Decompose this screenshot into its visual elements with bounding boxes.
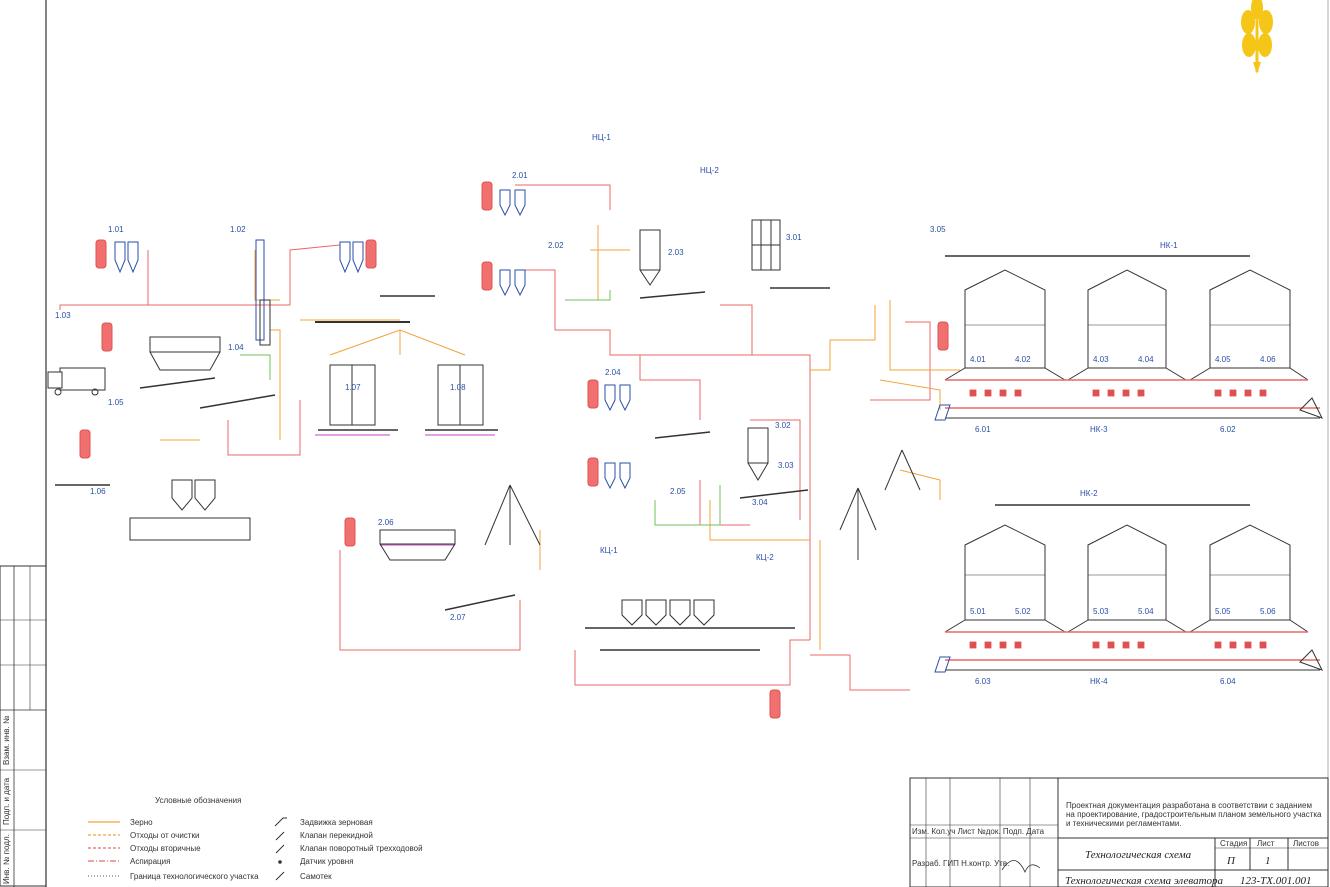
conveyor-label: НК-4 bbox=[1090, 677, 1108, 686]
equipment-label: 3.02 bbox=[775, 421, 791, 430]
equipment-label: 1.04 bbox=[228, 343, 244, 352]
grain-lines bbox=[160, 225, 960, 650]
legend-line-label: Зерно bbox=[130, 818, 153, 827]
legend-title: Условные обозначения bbox=[155, 796, 241, 805]
level-sensor-icon bbox=[278, 860, 282, 864]
legend-line-label: Аспирация bbox=[130, 857, 170, 866]
equipment-label: 4.01 bbox=[970, 355, 986, 364]
legend-line-label: Отходы от очистки bbox=[130, 831, 199, 840]
gate-valve-icon bbox=[274, 817, 287, 827]
side-stamp-label: Подп. и дата bbox=[2, 777, 11, 825]
drawing-frame bbox=[45, 0, 1329, 887]
conveyor-label: НК-1 bbox=[1160, 241, 1178, 250]
title-block-note: и техническими регламентами. bbox=[1066, 819, 1182, 828]
equipment-label: 1.01 bbox=[108, 225, 124, 234]
chute-icon bbox=[275, 871, 285, 881]
equipment-labels: 1.01 1.02 1.03 1.04 1.05 1.06 1.07 1.08 … bbox=[55, 133, 1276, 686]
sheets-label: Листов bbox=[1293, 839, 1319, 848]
equipment-label: 5.03 bbox=[1093, 607, 1109, 616]
legend: Условные обозначения Зерно Отходы от очи… bbox=[88, 796, 423, 881]
side-stamp-label: Взам. инв. № bbox=[2, 715, 11, 765]
side-stamp-label: Инв. № подл. bbox=[2, 834, 11, 884]
equipment-label: 3.01 bbox=[786, 233, 802, 242]
equipment-label: 4.05 bbox=[1215, 355, 1231, 364]
side-stamp: Взам. инв. № Подп. и дата Инв. № подл. bbox=[0, 565, 47, 887]
silo-gates bbox=[969, 389, 1267, 649]
equipment-label: 2.07 bbox=[450, 613, 466, 622]
equipment-label: 6.01 bbox=[975, 425, 991, 434]
equipment-label: 5.01 bbox=[970, 607, 986, 616]
conveyor-label: НЦ-2 bbox=[700, 166, 719, 175]
equipment-label: 6.03 bbox=[975, 677, 991, 686]
cleaning-section bbox=[344, 181, 949, 719]
storage-silos-top bbox=[934, 255, 1324, 421]
equipment-label: 5.06 bbox=[1260, 607, 1276, 616]
equipment-label: 2.03 bbox=[668, 248, 684, 257]
equipment-label: 3.04 bbox=[752, 498, 768, 507]
equipment-label: 3.05 bbox=[930, 225, 946, 234]
drawing-name: Технологическая схема элеватора bbox=[1065, 875, 1224, 887]
legend-line-label: Граница технологического участка bbox=[130, 872, 259, 881]
legend-line-label: Отходы вторичные bbox=[130, 844, 201, 853]
equipment-label: 1.03 bbox=[55, 311, 71, 320]
cleaning-lines bbox=[240, 290, 721, 526]
equipment-label: 6.02 bbox=[1220, 425, 1236, 434]
document-code: 123-ТХ.001.001 bbox=[1240, 875, 1312, 887]
stage-label: Стадия bbox=[1220, 839, 1247, 848]
conveyor-label: НК-3 bbox=[1090, 425, 1108, 434]
equipment-label: 1.07 bbox=[345, 383, 361, 392]
title-block-note: на проектирование, градостроительным пла… bbox=[1066, 810, 1322, 819]
equipment-label: 2.02 bbox=[548, 241, 564, 250]
equipment-label: 4.06 bbox=[1260, 355, 1276, 364]
legend-symbol-label: Клапан поворотный трехходовой bbox=[300, 844, 423, 853]
equipment-label: 1.02 bbox=[230, 225, 246, 234]
equipment-label: 5.02 bbox=[1015, 607, 1031, 616]
equipment-label: 4.02 bbox=[1015, 355, 1031, 364]
diverter-valve-icon bbox=[275, 831, 285, 841]
equipment-label: 4.03 bbox=[1093, 355, 1109, 364]
equipment-label: 5.05 bbox=[1215, 607, 1231, 616]
equipment-label: 2.01 bbox=[512, 171, 528, 180]
title-block-header: Изм. Кол.уч Лист №док. Подп. Дата bbox=[912, 827, 1045, 836]
title-block-header: Разраб. ГИП Н.контр. Утв. bbox=[912, 859, 1009, 868]
equipment-label: 2.05 bbox=[670, 487, 686, 496]
equipment-label: 3.03 bbox=[778, 461, 794, 470]
aspiration-lines bbox=[59, 184, 931, 691]
legend-symbol-label: Самотек bbox=[300, 872, 332, 881]
equipment-label: 2.04 bbox=[605, 368, 621, 377]
sheet-label: Лист bbox=[1257, 839, 1275, 848]
storage-silos-bottom bbox=[934, 504, 1324, 673]
legend-symbol-label: Клапан перекидной bbox=[300, 831, 373, 840]
intake-section bbox=[47, 239, 498, 541]
conveyor-label: КЦ-2 bbox=[756, 553, 774, 562]
equipment-label: 6.04 bbox=[1220, 677, 1236, 686]
title-block bbox=[909, 777, 1329, 887]
equipment-label: 1.05 bbox=[108, 398, 124, 407]
conveyor-label: НЦ-1 bbox=[592, 133, 611, 142]
waste-lines bbox=[315, 434, 495, 546]
stage-value: П bbox=[1226, 855, 1236, 867]
title-block-note: Проектная документация разработана в соо… bbox=[1066, 801, 1312, 810]
equipment-label: 2.06 bbox=[378, 518, 394, 527]
three-way-valve-icon bbox=[275, 844, 285, 854]
equipment-label: 4.04 bbox=[1138, 355, 1154, 364]
legend-symbol-label: Задвижка зерновая bbox=[300, 818, 373, 827]
legend-symbol-label: Датчик уровня bbox=[300, 857, 354, 866]
equipment-label: 5.04 bbox=[1138, 607, 1154, 616]
sheet-value: 1 bbox=[1265, 855, 1271, 867]
equipment-label: 1.06 bbox=[90, 487, 106, 496]
conveyor-label: НК-2 bbox=[1080, 489, 1098, 498]
equipment-label: 1.08 bbox=[450, 383, 466, 392]
project-title: Технологическая схема bbox=[1085, 849, 1192, 861]
title-block-text: Изм. Кол.уч Лист №док. Подп. Дата Разраб… bbox=[912, 801, 1322, 887]
wheat-ear-icon bbox=[1241, 0, 1273, 74]
conveyor-label: КЦ-1 bbox=[600, 546, 618, 555]
